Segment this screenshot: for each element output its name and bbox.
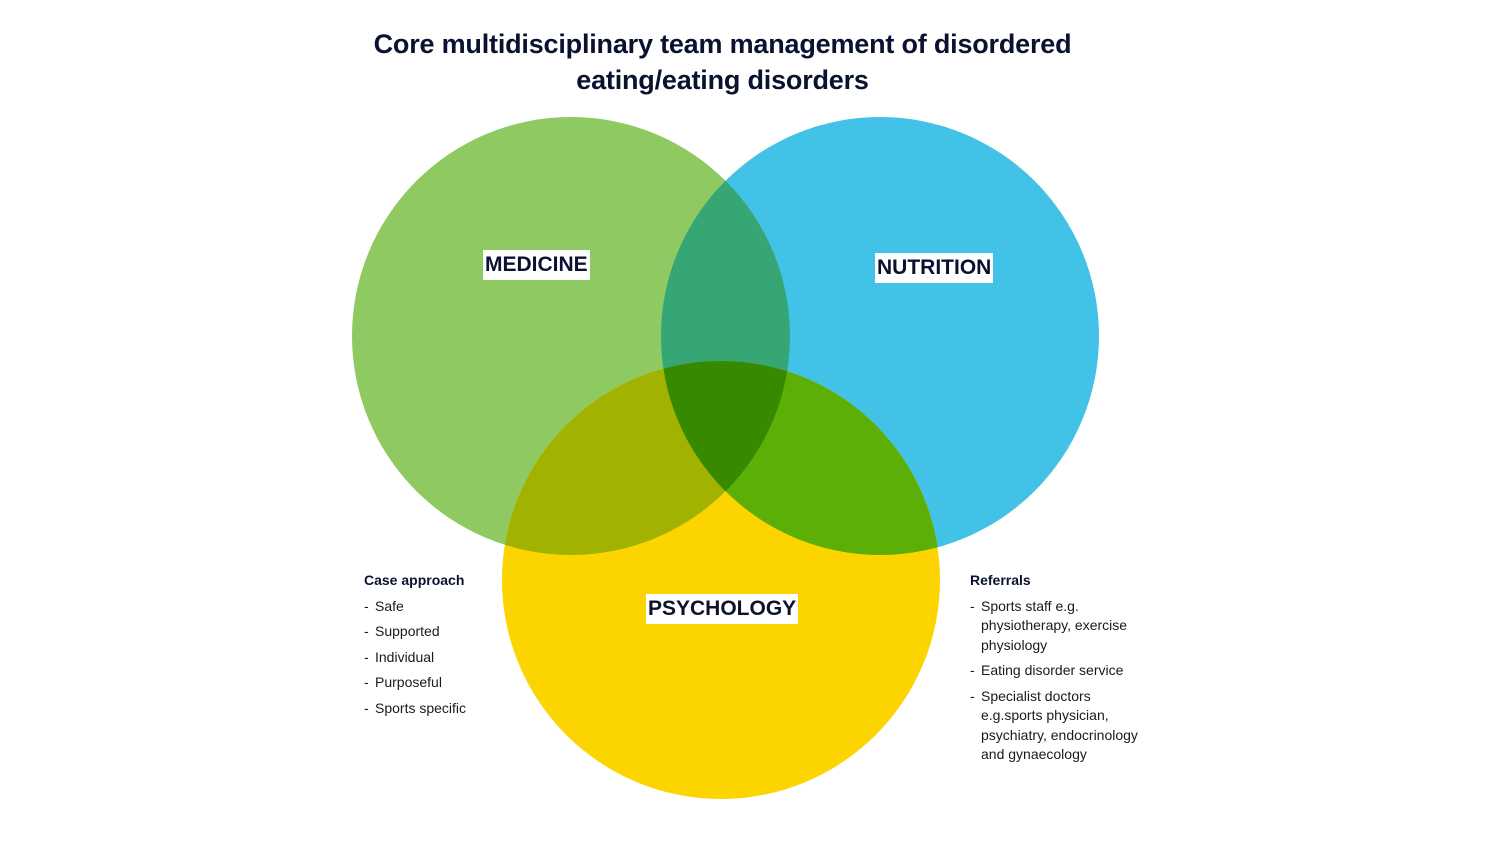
nutrition-label: NUTRITION: [875, 253, 994, 283]
diagram-title-line-2: eating/eating disorders: [576, 65, 869, 95]
diagram-title: Core multidisciplinary team management o…: [300, 26, 1145, 98]
case-approach-panel: Case approach Safe Supported Individual …: [364, 571, 499, 724]
list-item: Sports specific: [364, 699, 499, 719]
psychology-label: PSYCHOLOGY: [646, 594, 799, 624]
list-item: Supported: [364, 622, 499, 642]
list-item: Sports staff e.g. physiotherapy, exercis…: [970, 597, 1148, 656]
medicine-label: MEDICINE: [483, 250, 590, 280]
list-item: Eating disorder service: [970, 661, 1148, 681]
referrals-panel: Referrals Sports staff e.g. physiotherap…: [970, 571, 1148, 771]
list-item: Safe: [364, 597, 499, 617]
list-item: Specialist doctors e.g.sports physician,…: [970, 687, 1148, 765]
list-item: Purposeful: [364, 673, 499, 693]
referrals-heading: Referrals: [970, 572, 1031, 588]
list-item: Individual: [364, 648, 499, 668]
case-approach-heading: Case approach: [364, 572, 465, 588]
medicine-psychology-overlap: [502, 361, 790, 555]
case-approach-list: Safe Supported Individual Purposeful Spo…: [364, 597, 499, 719]
referrals-list: Sports staff e.g. physiotherapy, exercis…: [970, 597, 1148, 765]
diagram-title-line-1: Core multidisciplinary team management o…: [373, 29, 1072, 59]
nutrition-psychology-overlap: [661, 361, 940, 555]
